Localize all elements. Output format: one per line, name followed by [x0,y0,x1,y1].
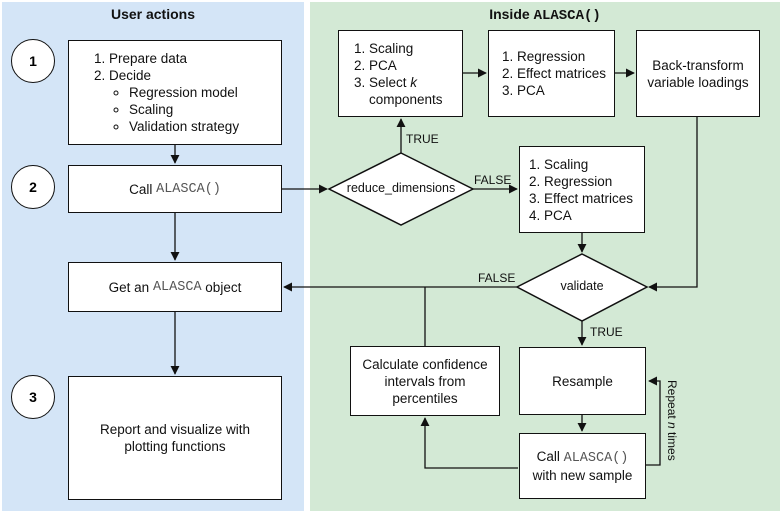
repeat-prefix: Repeat [665,380,679,423]
backtransform-box: Back-transform variable loadings [636,30,760,117]
reduce-step-scaling: Scaling [369,40,443,57]
regression-list: Regression Effect matrices PCA [499,48,606,99]
regression-box: Regression Effect matrices PCA [488,30,615,117]
full-path-box: Scaling Regression Effect matrices PCA [519,146,645,233]
repeat-n: n [665,422,679,429]
decide-sublist: Regression model Scaling Validation stra… [109,84,239,135]
decide-validation-strategy: Validation strategy [129,118,239,135]
prepare-box: Prepare data Decide Regression model Sca… [68,40,282,145]
loop-repeat [646,376,661,466]
regression-step-effect-matrices: Effect matrices [517,65,606,82]
reduce-dimensions-label: reduce_dimensions [346,181,456,195]
full-path-list: Scaling Regression Effect matrices PCA [526,156,633,224]
decide-scaling: Scaling [129,101,239,118]
validate-label: validate [560,279,604,293]
lane-title-inside: Inside ALASCA() [310,6,780,24]
lane-title-inside-code: ALASCA() [533,8,601,24]
decide-regression-model: Regression model [129,84,239,101]
call-new-sample-box: Call ALASCA() with new sample [519,433,646,499]
repeat-label: Repeat n times [665,380,679,461]
get-code: ALASCA [152,279,202,295]
step-circle-2: 2 [11,165,55,209]
reduce-step-pca: PCA [369,57,443,74]
prepare-item-data: Prepare data [109,50,239,67]
report-box: Report and visualize with plotting funct… [68,376,282,500]
call-prefix: Call [129,181,157,197]
prepare-item-decide: Decide Regression model Scaling Validati… [109,67,239,135]
reduce-dimensions-diamond [327,152,475,226]
arrow-call-new-to-ci [420,417,518,469]
select-components: components [369,91,443,107]
call-new-line-1: Call ALASCA() [537,448,629,467]
edge-label-true-down: TRUE [590,325,623,339]
confidence-interval-box: Calculate confidence intervals from perc… [350,346,500,416]
call-new-code: ALASCA() [563,451,629,466]
step-circle-1: 1 [11,39,55,83]
full-step-scaling: Scaling [544,156,633,173]
call-code: ALASCA() [156,181,221,197]
get-alasca-object-box: Get an ALASCA object [68,262,282,312]
regression-step-regression: Regression [517,48,606,65]
get-prefix: Get an [108,279,153,295]
full-step-pca: PCA [544,207,633,224]
line-backtransform-to-validate [648,117,698,292]
call-alasca-box: Call ALASCA() [68,165,282,213]
call-new-line-2: with new sample [532,468,633,483]
full-step-regression: Regression [544,173,633,190]
select-k: k [410,74,418,90]
edge-label-false-right: FALSE [474,173,512,187]
call-new-prefix: Call [536,449,564,464]
lane-title-user: User actions [110,6,196,22]
get-suffix: object [201,279,242,295]
edge-label-true-up: TRUE [406,132,439,146]
regression-step-pca: PCA [517,82,606,99]
step-circle-3: 3 [11,375,55,419]
edge-label-false-left: FALSE [478,271,516,285]
full-step-effect-matrices: Effect matrices [544,190,633,207]
resample-box: Resample [519,347,646,415]
prepare-list: Prepare data Decide Regression model Sca… [91,50,239,135]
lane-title-inside-prefix: Inside [489,6,534,22]
select-label: Select [369,74,407,90]
repeat-suffix: times [665,428,679,461]
decide-label: Decide [109,68,152,83]
